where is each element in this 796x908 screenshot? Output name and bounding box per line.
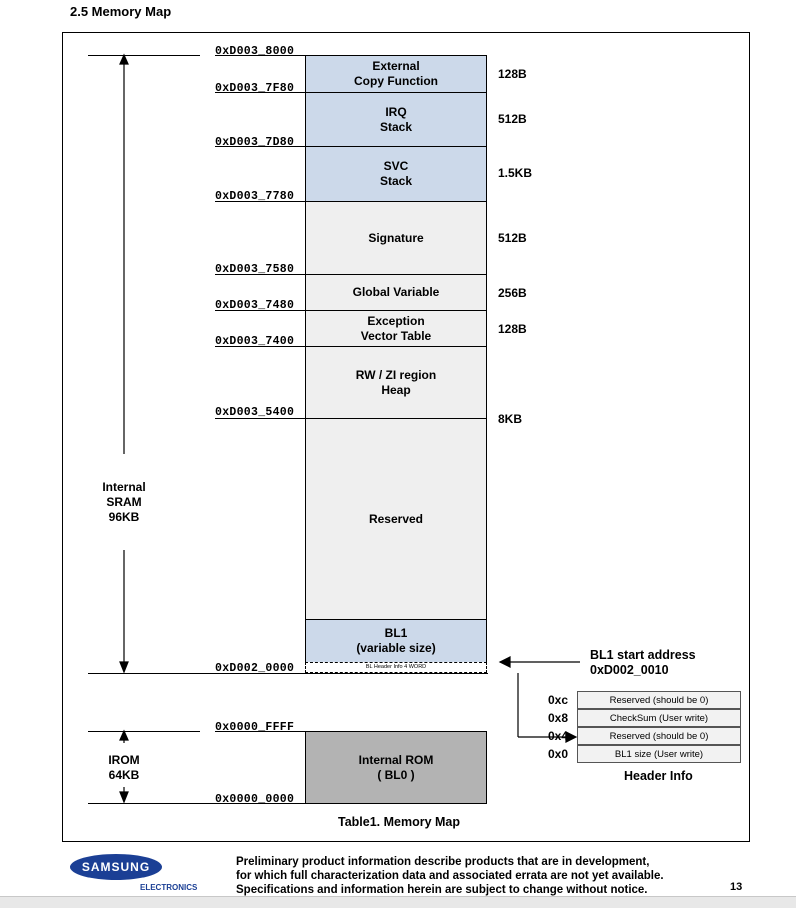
addr-label: 0xD003_8000 [215, 45, 295, 58]
block-heap: RW / ZI region Heap [305, 346, 487, 419]
header-cell: Reserved (should be 0) [577, 691, 741, 709]
addr-line [215, 418, 305, 419]
size-label: 512B [498, 231, 527, 245]
header-cell: CheckSum (User write) [577, 709, 741, 727]
header-offset: 0xc [548, 693, 569, 707]
addr-label: 0xD003_5400 [215, 406, 295, 419]
addr-label: 0xD003_7F80 [215, 82, 295, 95]
bl1-connectors [498, 656, 580, 743]
header-cell: BL1 size (User write) [577, 745, 741, 763]
addr-line [215, 731, 305, 732]
size-label: 512B [498, 112, 527, 126]
block-exception-vector: Exception Vector Table [305, 310, 487, 347]
block-signature: Signature [305, 201, 487, 275]
bl1-header-strip: BL Header Info 4 WORD [305, 662, 487, 673]
header-offset: 0x0 [548, 747, 569, 761]
figure-frame [62, 32, 750, 842]
addr-label: 0xD003_7400 [215, 335, 295, 348]
size-label: 128B [498, 322, 527, 336]
size-label: 256B [498, 286, 527, 300]
bl1-start-title: BL1 start address [590, 648, 696, 662]
addr-line [215, 310, 305, 311]
table-caption: Table1. Memory Map [338, 815, 461, 829]
addr-label: 0x0000_0000 [215, 793, 295, 806]
sram-bottom-line [88, 673, 488, 674]
section-heading: 2.5 Memory Map [70, 4, 172, 19]
sram-top-line [88, 55, 200, 56]
addr-line [215, 201, 305, 202]
irom-top-line [88, 731, 200, 732]
size-label: 1.5KB [498, 166, 533, 180]
header-cell: Reserved (should be 0) [577, 727, 741, 745]
addr-line [215, 346, 305, 347]
block-svc-stack: SVC Stack [305, 146, 487, 202]
header-offset: 0x4 [548, 729, 569, 743]
addr-label: 0xD003_7580 [215, 263, 295, 276]
block-reserved: Reserved [305, 418, 487, 620]
block-external-copy: External Copy Function [305, 55, 487, 93]
size-label: 128B [498, 67, 527, 81]
block-internal-rom: Internal ROM ( BL0 ) [305, 731, 487, 804]
header-offset: 0x8 [548, 711, 569, 725]
samsung-logo: SAMSUNG [70, 854, 162, 880]
addr-label: 0x0000_FFFF [215, 721, 295, 734]
block-bl1: BL1 (variable size) [305, 619, 487, 663]
addr-label: 0xD002_0000 [215, 662, 295, 675]
block-irq-stack: IRQ Stack [305, 92, 487, 147]
block-global-variable: Global Variable [305, 274, 487, 311]
samsung-logo-sub: ELECTRONICS [140, 883, 198, 892]
irom-bottom-line [88, 803, 306, 804]
range-arrows [119, 53, 129, 804]
addr-label: 0xD003_7D80 [215, 136, 295, 149]
sram-range-label: Internal SRAM 96KB [102, 480, 146, 524]
size-label: 8KB [498, 412, 523, 426]
addr-label: 0xD003_7480 [215, 299, 295, 312]
addr-line [215, 55, 305, 56]
addr-line [215, 274, 305, 275]
addr-line [215, 146, 305, 147]
addr-line [215, 92, 305, 93]
footer-disclaimer: Preliminary product information describe… [236, 856, 664, 896]
header-info-title: Header Info [624, 769, 693, 783]
addr-label: 0xD003_7780 [215, 190, 295, 203]
bl1-start-address: 0xD002_0010 [590, 663, 669, 677]
irom-range-label: IROM 64KB [108, 753, 140, 782]
page-number: 13 [730, 881, 743, 893]
viewer-toolbar [0, 896, 796, 908]
